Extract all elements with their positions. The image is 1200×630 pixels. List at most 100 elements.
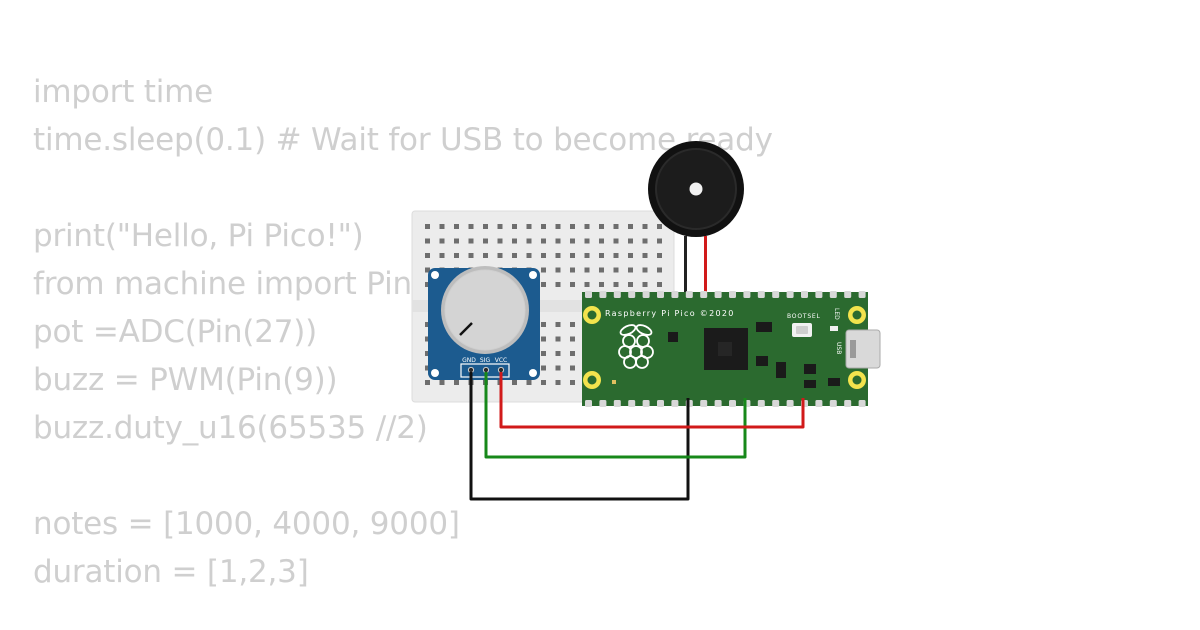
breadboard-hole[interactable]	[425, 282, 430, 287]
breadboard-hole[interactable]	[628, 238, 633, 244]
pico-pin[interactable]	[714, 400, 722, 407]
wire-gnd-black[interactable]	[469, 372, 690, 501]
breadboard-hole[interactable]	[541, 282, 546, 287]
breadboard-hole[interactable]	[584, 282, 590, 287]
pico-pin[interactable]	[628, 400, 636, 407]
breadboard-hole[interactable]	[497, 224, 503, 229]
breadboard-hole[interactable]	[613, 224, 619, 229]
breadboard-hole[interactable]	[425, 336, 430, 342]
breadboard-hole[interactable]	[541, 380, 546, 385]
breadboard-hole[interactable]	[657, 238, 662, 244]
breadboard-hole[interactable]	[555, 351, 561, 356]
breadboard-hole[interactable]	[425, 365, 430, 371]
pico-pin[interactable]	[642, 400, 650, 407]
pot-pin-sig[interactable]	[482, 366, 490, 374]
breadboard-hole[interactable]	[599, 238, 604, 244]
breadboard-hole[interactable]	[642, 282, 648, 287]
breadboard-hole[interactable]	[541, 322, 546, 327]
pico-pin[interactable]	[585, 291, 592, 298]
breadboard-hole[interactable]	[570, 267, 575, 273]
pico-pin[interactable]	[628, 291, 636, 298]
pico-pin[interactable]	[829, 400, 837, 407]
breadboard-hole[interactable]	[468, 224, 474, 229]
breadboard-hole[interactable]	[599, 282, 604, 287]
breadboard-hole[interactable]	[555, 322, 561, 327]
breadboard-hole[interactable]	[425, 267, 430, 273]
breadboard-hole[interactable]	[512, 238, 517, 244]
breadboard-hole[interactable]	[439, 380, 445, 385]
pico-pin[interactable]	[829, 291, 837, 298]
breadboard-hole[interactable]	[526, 380, 532, 385]
pico-pin[interactable]	[772, 291, 780, 298]
pot-pin-vcc[interactable]	[497, 366, 505, 374]
breadboard-hole[interactable]	[613, 253, 619, 258]
breadboard-hole[interactable]	[497, 253, 503, 258]
pico-pin[interactable]	[613, 400, 621, 407]
breadboard-hole[interactable]	[642, 238, 648, 244]
wire-vcc-red[interactable]	[499, 372, 805, 429]
breadboard-hole[interactable]	[555, 267, 561, 273]
pico-pin[interactable]	[729, 291, 736, 298]
breadboard-hole[interactable]	[526, 238, 532, 244]
breadboard-hole[interactable]	[468, 238, 474, 244]
pico-pin[interactable]	[657, 291, 664, 298]
breadboard-hole[interactable]	[613, 282, 619, 287]
breadboard-hole[interactable]	[425, 238, 430, 244]
breadboard-hole[interactable]	[657, 282, 662, 287]
pico-pin[interactable]	[815, 291, 823, 298]
breadboard-hole[interactable]	[642, 224, 648, 229]
breadboard-hole[interactable]	[642, 267, 648, 273]
breadboard-hole[interactable]	[541, 224, 546, 229]
breadboard-hole[interactable]	[425, 351, 430, 356]
breadboard-hole[interactable]	[570, 253, 575, 258]
breadboard-hole[interactable]	[570, 336, 575, 342]
pico-pin[interactable]	[844, 400, 852, 407]
breadboard-hole[interactable]	[570, 351, 575, 356]
breadboard-hole[interactable]	[584, 267, 590, 273]
breadboard-hole[interactable]	[613, 238, 619, 244]
breadboard-hole[interactable]	[439, 224, 445, 229]
breadboard-hole[interactable]	[555, 224, 561, 229]
pico-pin[interactable]	[772, 400, 780, 407]
buzzer[interactable]	[648, 141, 744, 296]
breadboard-hole[interactable]	[555, 282, 561, 287]
breadboard-hole[interactable]	[657, 267, 662, 273]
breadboard-hole[interactable]	[599, 267, 604, 273]
breadboard-hole[interactable]	[570, 365, 575, 371]
pico-pin[interactable]	[613, 291, 621, 298]
breadboard-hole[interactable]	[526, 224, 532, 229]
breadboard-hole[interactable]	[541, 253, 546, 258]
breadboard-hole[interactable]	[570, 380, 575, 385]
breadboard-hole[interactable]	[483, 238, 488, 244]
pico-pin[interactable]	[671, 400, 679, 407]
pico-pin[interactable]	[599, 400, 607, 407]
breadboard-hole[interactable]	[425, 322, 430, 327]
breadboard-hole[interactable]	[657, 224, 662, 229]
breadboard-hole[interactable]	[468, 253, 474, 258]
pico-pin[interactable]	[585, 400, 592, 407]
pico-pin[interactable]	[700, 400, 708, 407]
pico-pin[interactable]	[729, 400, 736, 407]
breadboard-hole[interactable]	[613, 267, 619, 273]
breadboard-hole[interactable]	[541, 351, 546, 356]
pico-pin[interactable]	[657, 400, 664, 407]
breadboard-hole[interactable]	[439, 238, 445, 244]
breadboard-hole[interactable]	[570, 282, 575, 287]
breadboard-hole[interactable]	[555, 253, 561, 258]
breadboard-hole[interactable]	[512, 253, 517, 258]
breadboard-hole[interactable]	[526, 253, 532, 258]
breadboard-hole[interactable]	[584, 253, 590, 258]
pico-pin[interactable]	[786, 400, 794, 407]
pico-pin[interactable]	[642, 291, 650, 298]
breadboard-hole[interactable]	[512, 380, 517, 385]
breadboard-hole[interactable]	[599, 253, 604, 258]
breadboard-hole[interactable]	[657, 253, 662, 258]
pico-pin[interactable]	[700, 291, 708, 298]
breadboard-hole[interactable]	[483, 253, 488, 258]
breadboard-hole[interactable]	[541, 336, 546, 342]
breadboard-hole[interactable]	[584, 238, 590, 244]
breadboard-hole[interactable]	[599, 224, 604, 229]
breadboard-hole[interactable]	[454, 380, 459, 385]
pico-pin[interactable]	[858, 400, 866, 407]
breadboard-hole[interactable]	[570, 238, 575, 244]
